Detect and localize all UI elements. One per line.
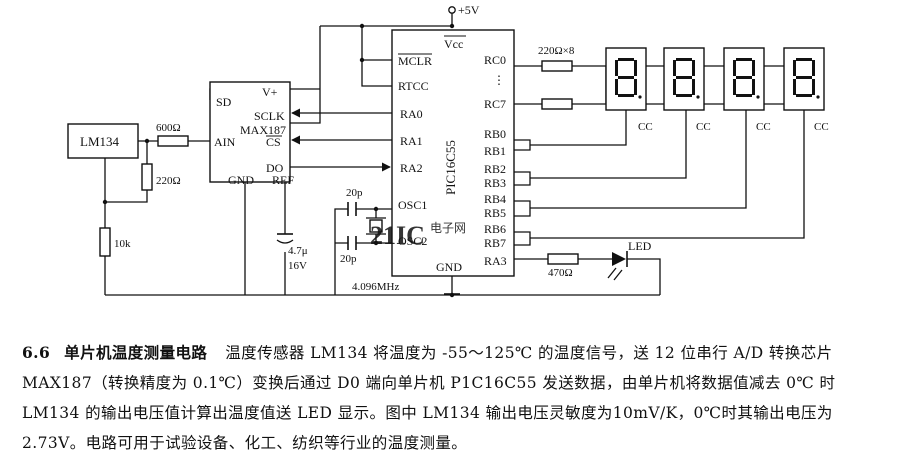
vcc-terminal (448, 6, 456, 14)
label-rc7: RC7 (484, 97, 506, 111)
label-rc-dots: ⋮ (493, 73, 505, 87)
label-vplus: V+ (262, 85, 278, 99)
label-max-gnd: GND (228, 173, 254, 187)
circuit-schematic: +5V Vcc MCLR RTCC RA0 RA1 RA2 OSC1 OSC2 … (67, 3, 829, 298)
label-rb3: RB3 (484, 176, 506, 190)
label-ra3: RA3 (484, 254, 507, 268)
label-ra1: RA1 (400, 134, 423, 148)
label-rb6: RB6 (484, 222, 506, 236)
junction-dot (449, 23, 455, 29)
label-r10k: 10k (114, 238, 131, 250)
label-chip-name: PIC16C55 (443, 140, 458, 195)
label-lm134: LM134 (80, 134, 120, 149)
label-r220: 220Ω (156, 175, 181, 187)
label-plus5v: +5V (458, 3, 480, 17)
caption-title: 单片机温度测量电路 (64, 343, 208, 362)
label-rb7: RB7 (484, 236, 506, 250)
label-rb2: RB2 (484, 162, 506, 176)
label-led: LED (628, 239, 652, 253)
label-gnd: GND (436, 260, 462, 274)
ground-symbol (444, 276, 460, 295)
label-c20p-top: 20p (346, 187, 363, 199)
label-c20p-bot: 20p (340, 253, 357, 265)
caption-paragraph: 6.6 单片机温度测量电路温度传感器 LM134 将温度为 -55～125℃ 的温… (22, 338, 890, 458)
junction-dot (373, 240, 379, 246)
label-rb1: RB1 (484, 144, 506, 158)
label-cc-2: CC (696, 121, 711, 133)
watermark-logo-sub: 电子网 (430, 221, 466, 235)
label-ref: REF (272, 173, 294, 187)
junction-dot (359, 57, 365, 63)
label-rb5: RB5 (484, 206, 506, 220)
label-rc0: RC0 (484, 53, 506, 67)
label-r470: 470Ω (548, 267, 573, 279)
label-osc1: OSC1 (398, 198, 427, 212)
label-vcc: Vcc (444, 37, 463, 51)
spi-signal-lines (290, 108, 392, 172)
caption-body: 温度传感器 LM134 将温度为 -55～125℃ 的温度信号，送 12 位串行… (22, 344, 836, 452)
seven-segment-display (605, 47, 647, 111)
label-sclk: SCLK (254, 109, 285, 123)
resistor-array (514, 60, 607, 110)
label-crystal: 4.096MHz (352, 281, 399, 293)
label-mclr: MCLR (398, 54, 432, 68)
seven-segment-display (723, 47, 765, 111)
resistor-10k (99, 158, 111, 295)
led-circuit (514, 251, 661, 295)
label-rtcc: RTCC (398, 79, 429, 93)
resistor-220 (105, 141, 153, 203)
label-ra0: RA0 (400, 107, 423, 121)
label-r-array: 220Ω×8 (538, 45, 575, 57)
lm134-sensor (67, 123, 139, 159)
caption-number: 6.6 (22, 343, 51, 362)
label-ra2: RA2 (400, 161, 423, 175)
label-max-name: MAX187 (240, 123, 286, 137)
label-cc-4: CC (814, 121, 829, 133)
label-cap47: 4.7μ (288, 245, 308, 257)
ground-bus (105, 182, 660, 296)
caption: 6.6 单片机温度测量电路温度传感器 LM134 将温度为 -55～125℃ 的温… (22, 338, 890, 458)
junction-dot (449, 292, 455, 298)
junction-dot (144, 138, 150, 144)
label-cap16v: 16V (288, 260, 307, 272)
seven-segment-display (783, 47, 825, 111)
junction-dot (359, 23, 365, 29)
seven-segment-display (663, 47, 705, 111)
label-cs: CS (266, 135, 281, 149)
cathode-drive-lines (514, 110, 805, 246)
label-ain: AIN (214, 135, 236, 149)
label-sd: SD (216, 95, 232, 109)
label-osc2: OSC2 (398, 234, 427, 248)
watermark-logo: 21IC (370, 221, 425, 250)
label-cc-1: CC (638, 121, 653, 133)
label-cc-3: CC (756, 121, 771, 133)
label-rb0: RB0 (484, 127, 506, 141)
display-bus (646, 65, 784, 105)
label-rb4: RB4 (484, 192, 506, 206)
label-r600: 600Ω (156, 122, 181, 134)
junction-dot (102, 199, 108, 205)
label-do: DO (266, 161, 284, 175)
pic16c55-chip (391, 29, 515, 277)
junction-dot (373, 206, 379, 212)
max187-chip (209, 81, 291, 183)
